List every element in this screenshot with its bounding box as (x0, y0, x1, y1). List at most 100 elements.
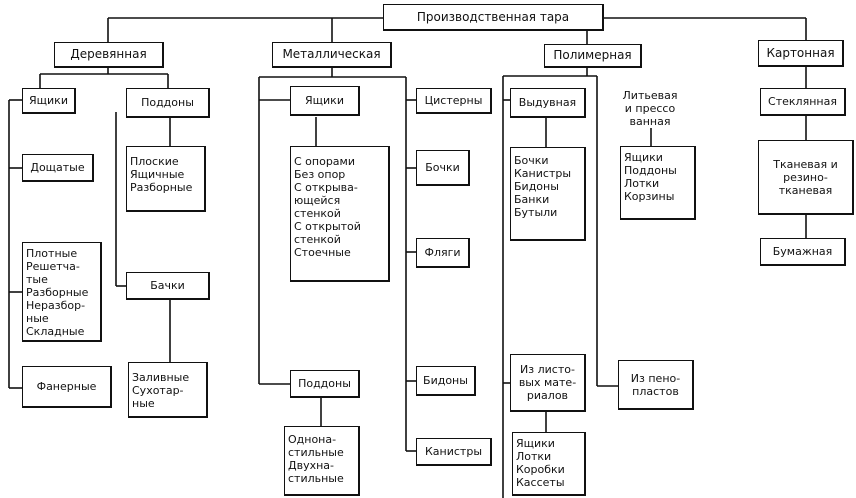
metal-box-type-item: С открыва- (294, 181, 358, 194)
cast-pressed-node: Литьевая и прессо ванная (602, 88, 698, 128)
paper-label: Бумажная (772, 245, 833, 258)
tubs-label: Бачки (150, 279, 185, 292)
tub-type-item: Заливные (132, 371, 190, 384)
sheet-type-item: Лотки (516, 450, 552, 463)
metal-boxes-node: Ящики (290, 86, 360, 116)
tubs-node: Бачки (126, 272, 210, 300)
metal-pallets-label: Поддоны (298, 377, 351, 390)
blown-type-item: Банки (514, 193, 550, 206)
foam-node: Из пено- пластов (618, 360, 694, 410)
tub-types-list: Заливные Сухотар- ные (128, 362, 208, 418)
flasks-label: Фляги (424, 246, 461, 259)
wooden-pallet-types-list: Плоские Ящичные Разборные (126, 146, 206, 212)
cast-types-list: Ящики Поддоны Лотки Корзины (620, 146, 696, 220)
canisters-label: Канистры (424, 445, 482, 458)
glass-label: Стеклянная (768, 95, 837, 108)
wooden-pallet-type-item: Ящичные (130, 168, 185, 181)
root-node: Производственная тара (383, 4, 604, 31)
plywood-label: Фанерные (36, 380, 97, 393)
root-label: Производственная тара (416, 9, 570, 24)
wooden-box-type-item: Неразбор- (26, 299, 86, 312)
wooden-box-type-item: ные (26, 312, 49, 325)
metal-category: Металлическая (272, 42, 392, 68)
tub-type-item: Сухотар- (132, 384, 184, 397)
cans-label: Бидоны (423, 374, 468, 387)
cast-pressed-label: Литьевая (622, 88, 678, 102)
boarded-boxes-node: Дощатые (22, 154, 94, 182)
cast-pressed-label: и прессо (624, 101, 676, 115)
cast-type-item: Корзины (624, 190, 675, 203)
wooden-label: Деревянная (70, 47, 147, 61)
fabric-node: Тканевая и резино- тканевая (758, 140, 854, 215)
metal-pallet-type-item: стильные (288, 472, 344, 485)
blown-type-item: Бутыли (514, 206, 558, 219)
sheet-materials-node: Из листо- вых мате- риалов (510, 354, 586, 412)
metal-box-type-item: стенкой (294, 233, 341, 246)
fabric-label: тканевая (778, 183, 833, 197)
wooden-box-types-list: Плотные Решетча- тые Разборные Неразбор-… (22, 242, 102, 342)
wooden-box-type-item: Плотные (26, 247, 78, 260)
sheet-type-item: Ящики (516, 437, 555, 450)
wooden-pallet-type-item: Разборные (130, 181, 193, 194)
blown-types-list: Бочки Канистры Бидоны Банки Бутыли (510, 147, 586, 241)
blown-node: Выдувная (510, 88, 586, 118)
wooden-box-type-item: тые (26, 273, 48, 286)
metal-box-type-item: стенкой (294, 207, 341, 220)
cast-type-item: Ящики (624, 151, 663, 164)
metal-box-type-item: С опорами (294, 155, 355, 168)
wooden-box-type-item: Решетча- (26, 260, 80, 273)
wooden-box-type-item: Складные (26, 325, 85, 338)
metal-pallet-type-item: Двухна- (288, 459, 334, 472)
metal-pallet-type-item: стильные (288, 446, 344, 459)
cardboard-label: Картонная (766, 45, 835, 60)
cans-node: Бидоны (416, 366, 476, 396)
metal-pallet-type-item: Однона- (288, 433, 337, 446)
metal-pallets-node: Поддоны (290, 370, 360, 398)
sheet-type-item: Коробки (516, 463, 565, 476)
metal-box-type-item: Стоечные (294, 246, 351, 259)
paper-node: Бумажная (760, 238, 846, 266)
metal-box-type-item: Без опор (294, 168, 346, 181)
blown-type-item: Бочки (514, 154, 549, 167)
metal-pallet-types-list: Однона- стильные Двухна- стильные (284, 426, 360, 496)
blown-type-item: Бидоны (514, 180, 559, 193)
wooden-pallets-label: Поддоны (141, 96, 194, 109)
wooden-box-type-item: Разборные (26, 286, 89, 299)
metal-label: Металлическая (282, 47, 381, 61)
sheet-materials-label: вых мате- (518, 376, 577, 389)
barrels-node: Бочки (416, 150, 470, 186)
foam-label: пластов (632, 384, 679, 398)
wooden-boxes-node: Ящики (22, 88, 76, 114)
barrels-label: Бочки (425, 161, 460, 174)
blown-type-item: Канистры (514, 167, 572, 180)
metal-box-types-list: С опорами Без опор С открыва- ющейся сте… (290, 146, 390, 282)
metal-box-type-item: ющейся (294, 194, 341, 207)
cardboard-category: Картонная (758, 40, 844, 67)
metal-boxes-label: Ящики (305, 94, 344, 107)
glass-node: Стеклянная (760, 88, 846, 116)
sheet-type-item: Кассеты (516, 476, 565, 489)
cast-pressed-label: ванная (629, 114, 671, 128)
metal-box-type-item: С открытой (294, 220, 361, 233)
sheet-materials-label: Из листо- (520, 363, 575, 376)
boarded-label: Дощатые (30, 161, 85, 174)
tub-type-item: ные (132, 397, 155, 410)
fabric-label: Тканевая и (773, 157, 838, 171)
polymer-category: Полимерная (544, 44, 642, 68)
canisters-node: Канистры (416, 438, 492, 466)
flasks-node: Фляги (416, 238, 470, 268)
sheet-types-list: Ящики Лотки Коробки Кассеты (512, 432, 586, 496)
sheet-materials-label: риалов (526, 389, 569, 402)
wooden-boxes-label: Ящики (29, 94, 68, 107)
foam-label: Из пено- (630, 371, 681, 385)
cast-type-item: Поддоны (624, 164, 677, 177)
wooden-pallet-type-item: Плоские (130, 155, 179, 168)
tanks-node: Цистерны (416, 88, 492, 114)
wooden-pallets-node: Поддоны (126, 88, 210, 118)
blown-label: Выдувная (518, 96, 577, 109)
plywood-boxes-node: Фанерные (22, 366, 112, 408)
cast-type-item: Лотки (624, 177, 660, 190)
polymer-label: Полимерная (553, 48, 632, 62)
tanks-label: Цистерны (424, 94, 483, 107)
